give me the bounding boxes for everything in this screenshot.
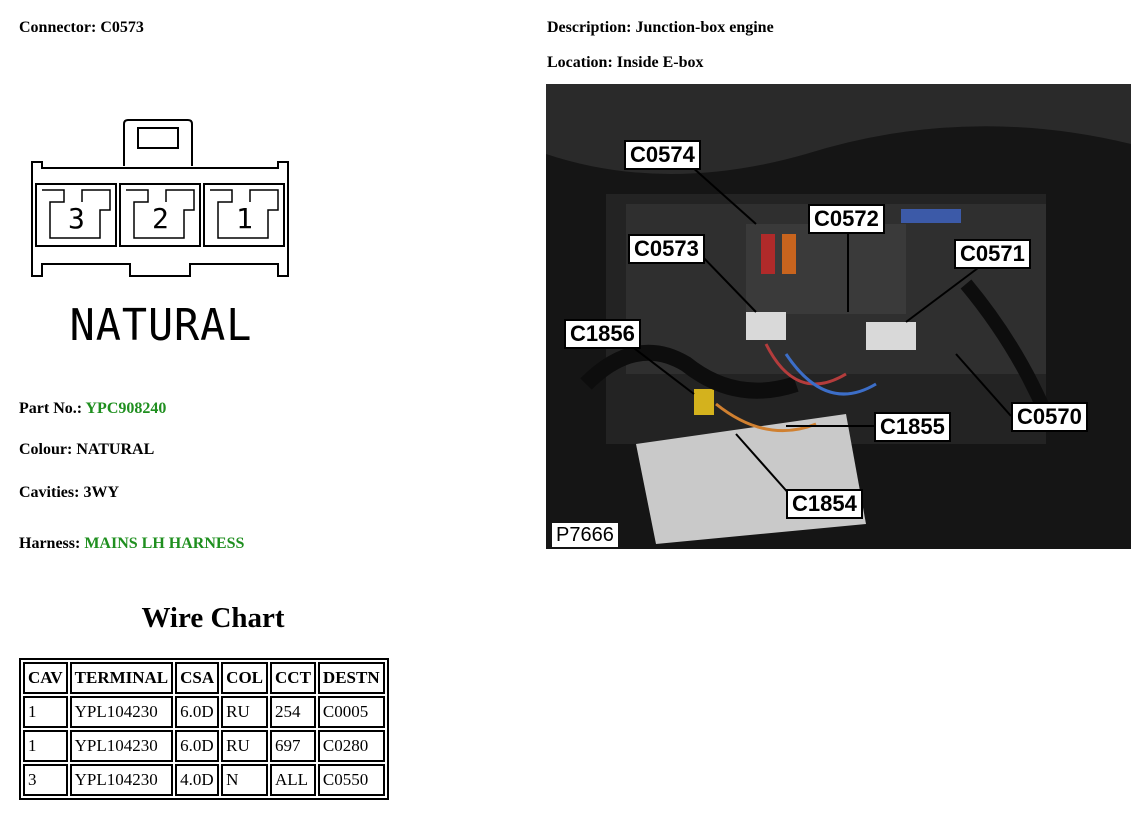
colour-value: NATURAL — [76, 441, 155, 458]
cell-cav: 1 — [23, 696, 68, 728]
cavities-value: 3WY — [83, 484, 119, 501]
table-row: 3 YPL104230 4.0D N ALL C0550 — [23, 764, 385, 796]
diagram-caption: NATURAL — [69, 300, 253, 351]
harness-label: Harness: — [19, 535, 81, 552]
location-heading: Location: Inside E-box — [547, 54, 703, 72]
connector-heading: Connector: C0573 — [19, 19, 144, 37]
cell-destn: C0550 — [317, 764, 385, 796]
callout-c0570: C0570 — [1011, 402, 1088, 432]
wire-chart-table: CAV TERMINAL CSA COL CCT DESTN 1 YPL1042… — [19, 658, 389, 800]
cell-terminal: YPL104230 — [69, 696, 174, 728]
cell-terminal: YPL104230 — [69, 730, 174, 762]
cell-col: N — [221, 764, 269, 796]
header-cct: CCT — [270, 662, 316, 694]
cell-csa: 6.0D — [175, 696, 220, 728]
cavity-number-1: 1 — [236, 202, 253, 235]
header-cav: CAV — [23, 662, 68, 694]
colour-row: Colour: NATURAL — [19, 441, 154, 459]
cell-cct: 697 — [270, 730, 316, 762]
connector-label: Connector: — [19, 19, 97, 36]
cavities-label: Cavities: — [19, 484, 80, 501]
cell-csa: 6.0D — [175, 730, 220, 762]
header-col: COL — [221, 662, 269, 694]
cell-cct: 254 — [270, 696, 316, 728]
header-csa: CSA — [175, 662, 220, 694]
description-heading: Description: Junction-box engine — [547, 19, 774, 37]
callout-c0573: C0573 — [628, 234, 705, 264]
cell-destn: C0280 — [317, 730, 385, 762]
harness-row: Harness: MAINS LH HARNESS — [19, 535, 244, 553]
cavity-number-2: 2 — [152, 202, 169, 235]
cell-destn: C0005 — [317, 696, 385, 728]
connector-face-diagram: 3 2 1 — [31, 119, 289, 277]
description-label: Description: — [547, 19, 632, 36]
cavities-row: Cavities: 3WY — [19, 484, 119, 502]
part-number-label: Part No.: — [19, 400, 83, 417]
callout-c0572: C0572 — [808, 204, 885, 234]
cell-cav: 3 — [23, 764, 68, 796]
cavity-number-3: 3 — [68, 202, 85, 235]
cell-cav: 1 — [23, 730, 68, 762]
table-row: 1 YPL104230 6.0D RU 254 C0005 — [23, 696, 385, 728]
cell-cct: ALL — [270, 764, 316, 796]
harness-link[interactable]: MAINS LH HARNESS — [84, 535, 245, 552]
connector-value: C0573 — [100, 19, 144, 36]
part-number-row: Part No.: YPC908240 — [19, 400, 166, 418]
callout-c1856: C1856 — [564, 319, 641, 349]
location-value: Inside E-box — [616, 54, 704, 71]
cell-terminal: YPL104230 — [69, 764, 174, 796]
location-photo: C0574 C0572 C0573 C0571 C1856 C1855 C057… — [546, 84, 1131, 549]
photo-reference-label: P7666 — [552, 523, 618, 547]
cell-col: RU — [221, 730, 269, 762]
callout-c1854: C1854 — [786, 489, 863, 519]
table-header-row: CAV TERMINAL CSA COL CCT DESTN — [23, 662, 385, 694]
callout-c0574: C0574 — [624, 140, 701, 170]
wire-chart-title: Wire Chart — [141, 602, 285, 634]
cell-csa: 4.0D — [175, 764, 220, 796]
part-number-link[interactable]: YPC908240 — [85, 400, 167, 417]
callout-c1855: C1855 — [874, 412, 951, 442]
header-destn: DESTN — [317, 662, 385, 694]
description-value: Junction-box engine — [635, 19, 774, 36]
table-row: 1 YPL104230 6.0D RU 697 C0280 — [23, 730, 385, 762]
callout-c0571: C0571 — [954, 239, 1031, 269]
colour-label: Colour: — [19, 441, 73, 458]
header-terminal: TERMINAL — [69, 662, 174, 694]
location-label: Location: — [547, 54, 613, 71]
cell-col: RU — [221, 696, 269, 728]
